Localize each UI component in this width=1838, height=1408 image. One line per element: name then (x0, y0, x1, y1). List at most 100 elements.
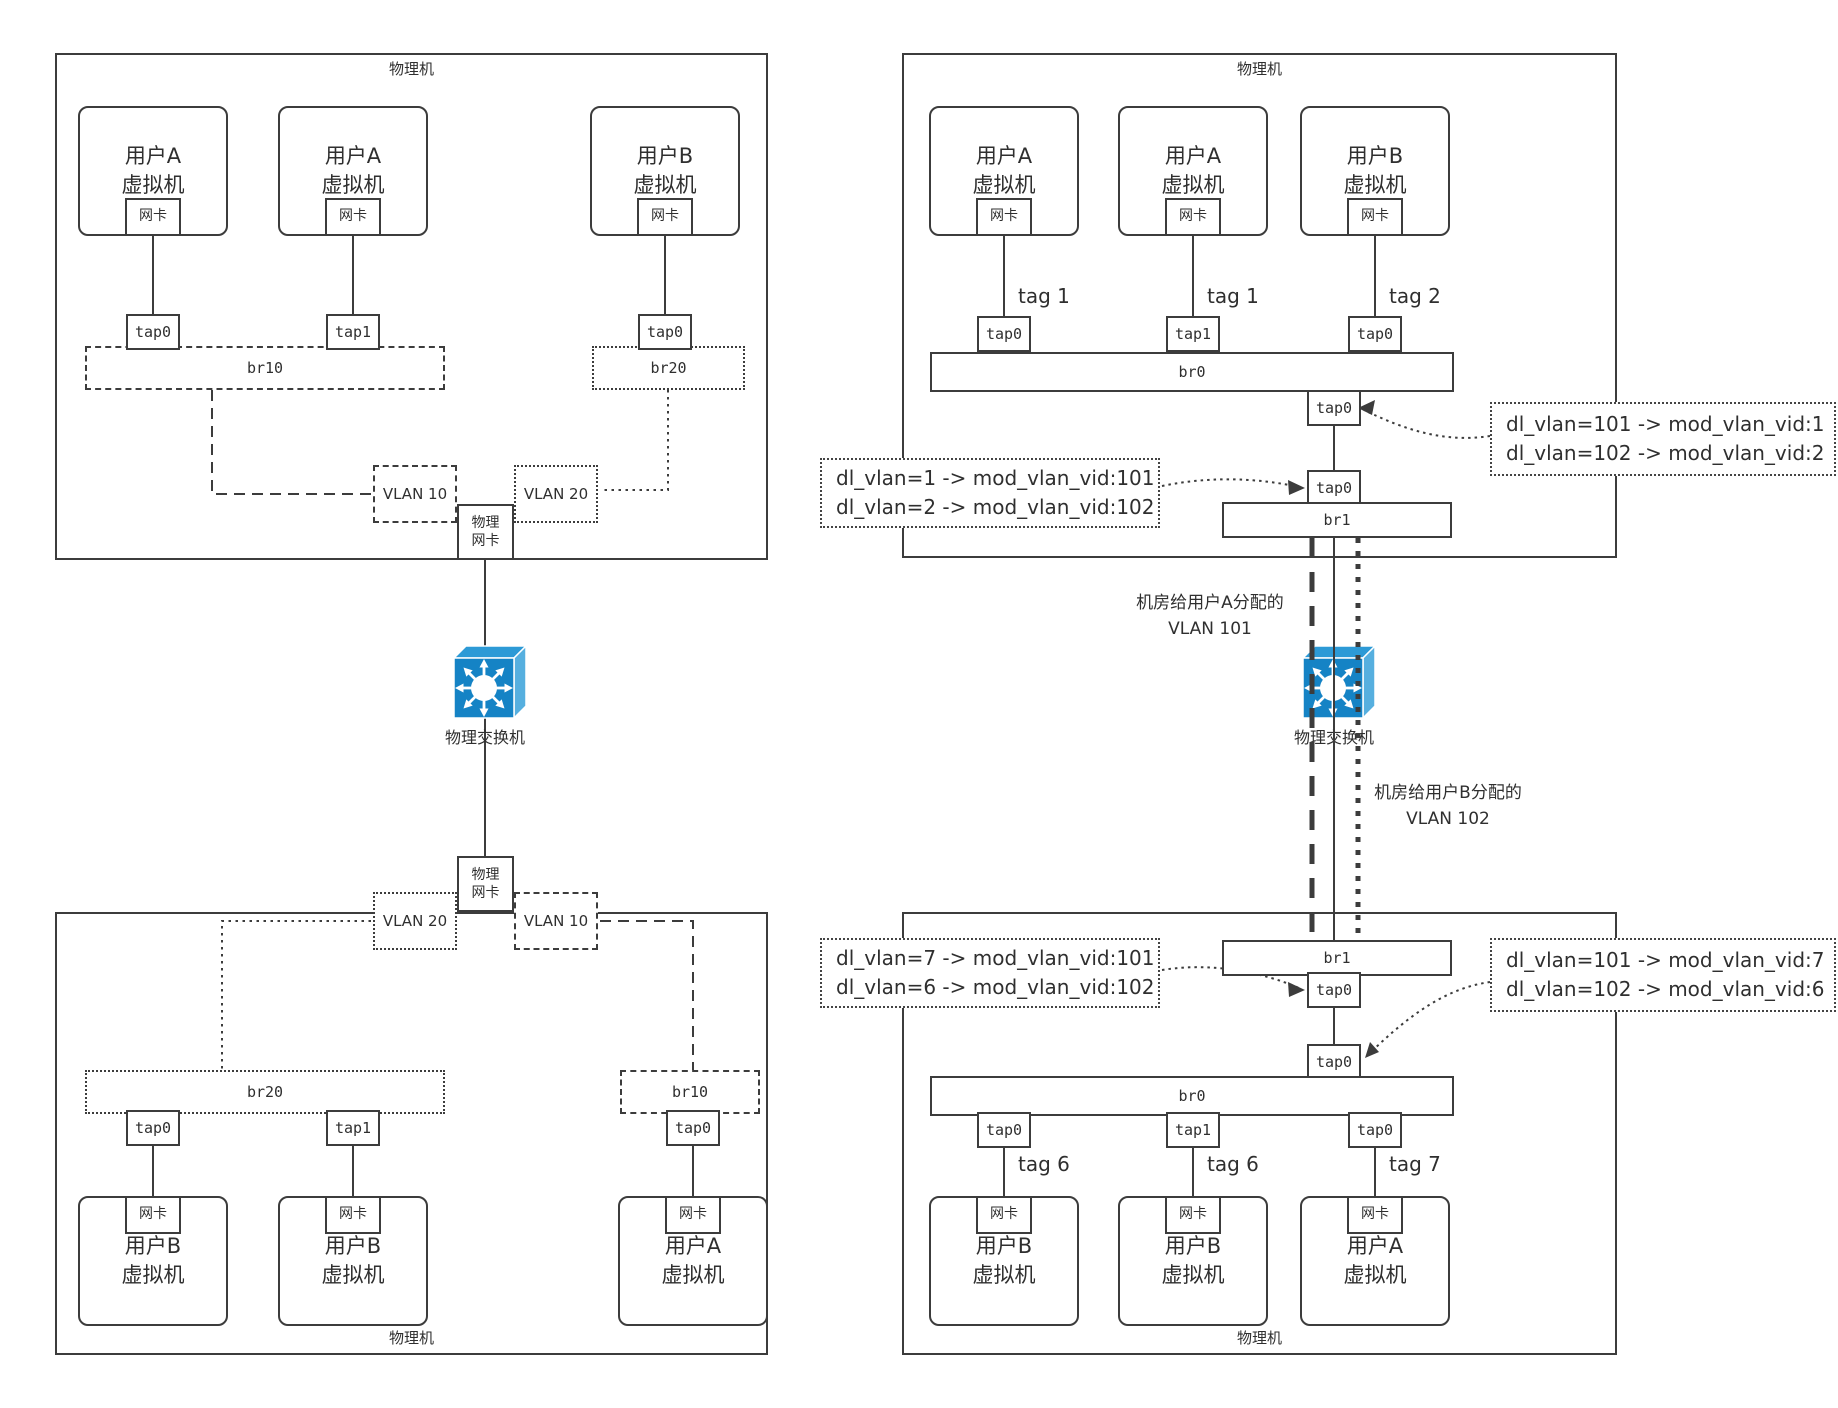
vm-nic: 网卡 (976, 1196, 1032, 1234)
vlan-10-box: VLAN 10 (514, 892, 598, 950)
tap-port-patch: tap0 (1307, 470, 1361, 506)
nic-label: 网卡 (1179, 208, 1207, 225)
nic-label: 网卡 (339, 208, 367, 225)
tap-label: tap1 (1174, 325, 1212, 343)
bridge-label: br1 (1323, 949, 1351, 967)
vlan-label: VLAN 20 (523, 485, 589, 503)
vm-label: 用户B (124, 1233, 182, 1258)
host-box-bottom-right: 物理机 (902, 912, 1617, 1355)
nic-label: 网卡 (1179, 1206, 1207, 1223)
tap-port: tap0 (977, 316, 1031, 352)
tag-label: tag 1 (1018, 284, 1070, 308)
vm-label: 用户B (1164, 1233, 1222, 1258)
vm-label: 虚拟机 (661, 1263, 725, 1287)
nic-label: 网卡 (139, 1206, 167, 1223)
note-line: VLAN 102 (1406, 809, 1490, 830)
vm-label: 虚拟机 (1161, 173, 1225, 197)
vlan-label: VLAN 10 (382, 485, 448, 503)
tag-label: tag 1 (1207, 284, 1259, 308)
tap-label: tap1 (334, 323, 372, 341)
vm-user-a-2: 用户A 虚拟机 网卡 (1118, 106, 1268, 236)
vm-label: 用户A (1346, 1233, 1404, 1258)
vm-user-b: 用户B 虚拟机 网卡 (1300, 106, 1450, 236)
bridge-br1: br1 (1222, 502, 1452, 538)
flow-rule-note: dl_vlan=101 -> mod_vlan_vid:1 dl_vlan=10… (1490, 402, 1836, 476)
flow-rule-line: dl_vlan=6 -> mod_vlan_vid:102 (836, 975, 1155, 999)
note-line: 机房给用户B分配的 (1374, 783, 1522, 803)
tap-label: tap0 (134, 323, 172, 341)
vm-label: 虚拟机 (633, 173, 697, 197)
tap-port-patch: tap0 (1307, 1044, 1361, 1080)
vlan-20-box: VLAN 20 (373, 892, 457, 950)
vlan-20-box: VLAN 20 (514, 465, 598, 523)
physical-switch-icon (1301, 643, 1380, 720)
tap-label: tap0 (985, 1121, 1023, 1139)
flow-rule-line: dl_vlan=2 -> mod_vlan_vid:102 (836, 495, 1155, 519)
host-title: 物理机 (388, 60, 434, 78)
vm-user-a-2: 用户A 虚拟机 网卡 (278, 106, 428, 236)
host-box-top-right: 物理机 (902, 53, 1617, 558)
nic-label: 网卡 (679, 1206, 707, 1223)
bridge-br10: br10 (85, 346, 445, 390)
tap-port: tap0 (126, 314, 180, 350)
vlan-label: VLAN 10 (523, 912, 589, 930)
host-title: 物理机 (1236, 1329, 1282, 1347)
tag-label: tag 6 (1207, 1152, 1259, 1176)
tap-port: tap0 (666, 1110, 720, 1146)
tap-label: tap0 (1356, 1121, 1394, 1139)
vm-user-b-1: 用户B 虚拟机 网卡 (78, 1196, 228, 1326)
vm-label: 虚拟机 (321, 173, 385, 197)
vm-nic: 网卡 (125, 1196, 181, 1234)
bridge-label: br0 (1178, 363, 1206, 381)
vlan-10-box: VLAN 10 (373, 465, 457, 523)
physical-nic-label: 网卡 (471, 885, 500, 901)
vm-label: 用户A (1164, 143, 1222, 168)
nic-label: 网卡 (651, 208, 679, 225)
bridge-label: br1 (1323, 511, 1351, 529)
bridge-label: br0 (1178, 1087, 1206, 1105)
physical-nic: 物理 网卡 (457, 504, 514, 560)
tap-port: tap0 (1348, 1112, 1402, 1148)
bridge-br20: br20 (85, 1070, 445, 1114)
vm-label: 用户B (324, 1233, 382, 1258)
vm-label: 虚拟机 (1161, 1263, 1225, 1287)
flow-rule-note: dl_vlan=7 -> mod_vlan_vid:101 dl_vlan=6 … (820, 938, 1160, 1008)
vm-label: 用户B (636, 143, 694, 168)
bridge-br20: br20 (592, 346, 745, 390)
physical-nic-label: 物理 (471, 866, 500, 883)
tap-port-patch: tap0 (1307, 972, 1361, 1008)
tap-label: tap1 (1174, 1121, 1212, 1139)
flow-rule-note: dl_vlan=1 -> mod_vlan_vid:101 dl_vlan=2 … (820, 458, 1160, 528)
vm-nic: 网卡 (637, 198, 693, 236)
vm-label: 虚拟机 (1343, 1263, 1407, 1287)
nic-label: 网卡 (1361, 208, 1389, 225)
note-line: 机房给用户A分配的 (1136, 593, 1284, 613)
vm-nic: 网卡 (1347, 198, 1403, 236)
nic-label: 网卡 (339, 1206, 367, 1223)
bridge-br0: br0 (930, 1076, 1454, 1116)
vm-label: 用户B (975, 1233, 1033, 1258)
bridge-br1: br1 (1222, 940, 1452, 976)
vm-user-b-1: 用户B 虚拟机 网卡 (929, 1196, 1079, 1326)
host-title: 物理机 (1236, 60, 1282, 78)
note-line: VLAN 101 (1168, 619, 1252, 640)
vm-label: 用户A (664, 1233, 722, 1258)
vm-user-b-2: 用户B 虚拟机 网卡 (278, 1196, 428, 1326)
vm-nic: 网卡 (325, 198, 381, 236)
vm-user-b-2: 用户B 虚拟机 网卡 (1118, 1196, 1268, 1326)
tap-label: tap0 (1356, 325, 1394, 343)
vm-label: 虚拟机 (121, 1263, 185, 1287)
vm-label: 用户A (975, 143, 1033, 168)
nic-label: 网卡 (990, 208, 1018, 225)
vlan-label: VLAN 20 (382, 912, 448, 930)
flow-rule-line: dl_vlan=7 -> mod_vlan_vid:101 (836, 946, 1155, 970)
tap-port: tap0 (126, 1110, 180, 1146)
flow-rule-line: dl_vlan=1 -> mod_vlan_vid:101 (836, 466, 1155, 490)
physical-nic-label: 网卡 (471, 533, 500, 549)
bridge-label: br10 (246, 359, 284, 377)
nic-label: 网卡 (139, 208, 167, 225)
tap-port: tap0 (1348, 316, 1402, 352)
tap-label: tap0 (1315, 981, 1353, 999)
vm-nic: 网卡 (1347, 1196, 1403, 1234)
